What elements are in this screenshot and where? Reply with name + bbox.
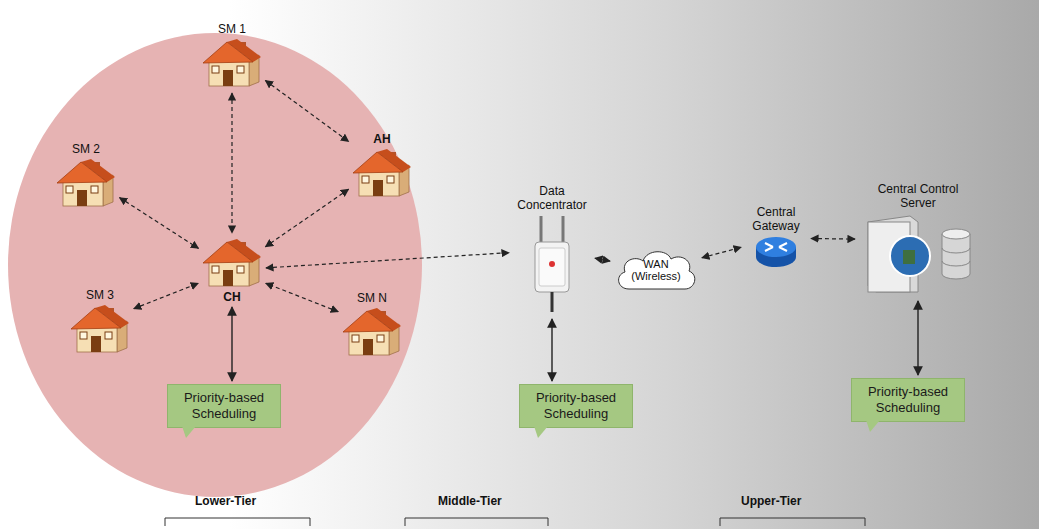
gateway-router: Central Gateway <box>744 205 808 271</box>
tier-label: Middle-Tier <box>438 494 502 508</box>
house-icon <box>201 238 263 288</box>
server-icon <box>858 212 978 296</box>
house-node: SM 1 <box>201 22 263 90</box>
dashed-link <box>595 258 610 261</box>
dashed-link <box>231 93 232 233</box>
scheduling-link <box>551 319 552 381</box>
control-server: Central Control Server <box>858 182 978 298</box>
house-icon <box>69 304 131 354</box>
house-icon <box>201 38 263 88</box>
dashed-link <box>120 198 199 249</box>
scheduling-callout: Priority-based Scheduling <box>167 384 281 428</box>
house-icon <box>341 307 403 357</box>
node-label: Central Control Server <box>868 182 968 210</box>
node-label: SM 2 <box>72 142 100 156</box>
dashed-link <box>265 81 348 142</box>
node-label: SM 3 <box>86 288 114 302</box>
house-node: SM 2 <box>55 142 117 210</box>
house-node: CH <box>201 236 263 304</box>
dashed-link <box>266 253 509 268</box>
node-label: Priority-based Scheduling <box>176 390 272 422</box>
dashed-link <box>134 283 198 308</box>
dashed-link <box>811 238 855 240</box>
callout-tail <box>182 426 198 438</box>
scheduling-callout: Priority-based Scheduling <box>851 378 965 422</box>
node-label: Data Concentrator <box>512 184 592 212</box>
house-icon <box>351 148 413 198</box>
callout-tail <box>534 426 550 438</box>
dashed-link <box>266 283 338 311</box>
dashed-link <box>265 189 348 247</box>
scheduling-link <box>231 307 232 381</box>
node-label: AH <box>373 132 390 146</box>
dc-icon <box>530 214 574 314</box>
lower-tier-region <box>8 33 422 497</box>
router-icon <box>753 235 799 269</box>
scheduling-callout: Priority-based Scheduling <box>519 384 633 428</box>
tier-brackets <box>165 518 865 526</box>
data-concentrator: Data Concentrator <box>512 184 592 316</box>
node-label: SM 1 <box>218 22 246 36</box>
node-label: CH <box>223 290 240 304</box>
house-icon <box>55 158 117 208</box>
wan-cloud: WAN (Wireless) <box>613 243 699 297</box>
house-node: SM N <box>341 291 403 359</box>
callout-tail <box>866 420 882 432</box>
node-label: Priority-based Scheduling <box>860 384 956 416</box>
node-label: Priority-based Scheduling <box>528 390 624 422</box>
scheduling-link <box>917 301 918 375</box>
node-label: WAN (Wireless) <box>626 258 686 282</box>
house-node: AH <box>351 132 413 200</box>
house-node: SM 3 <box>69 288 131 356</box>
node-label: Central Gateway <box>744 205 808 233</box>
tier-label: Lower-Tier <box>195 494 256 508</box>
node-label: SM N <box>357 291 387 305</box>
dashed-link <box>702 247 741 257</box>
tier-label: Upper-Tier <box>741 494 801 508</box>
